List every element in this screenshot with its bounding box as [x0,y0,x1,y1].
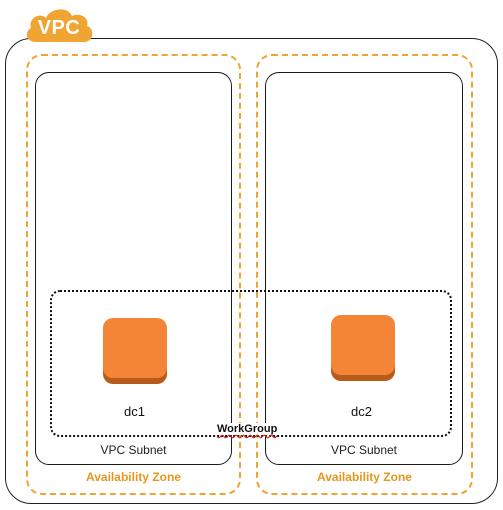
workgroup-boundary [50,290,452,437]
workgroup-label: WorkGroup [216,423,279,435]
ec2-instance-icon [330,315,396,381]
availability-zone-right: Availability Zone [256,54,473,495]
vpc-label: VPC [37,17,81,39]
vpc-subnet-left: VPC Subnet [35,72,232,465]
ec2-instance-icon [102,318,168,384]
vpc-subnet-label: VPC Subnet [100,443,167,457]
instance-label-dc1: dc1 [124,404,145,419]
vpc-badge: VPC [22,4,96,46]
availability-zone-left: Availability Zone [26,54,241,495]
vpc-subnet-right: VPC Subnet [265,72,463,465]
availability-zone-label: Availability Zone [317,470,412,484]
cloud-icon [26,9,93,43]
vpc-subnet-label: VPC Subnet [330,443,398,457]
availability-zone-label: Availability Zone [86,470,181,484]
instance-label-dc2: dc2 [351,404,372,419]
vpc-container [5,38,498,504]
